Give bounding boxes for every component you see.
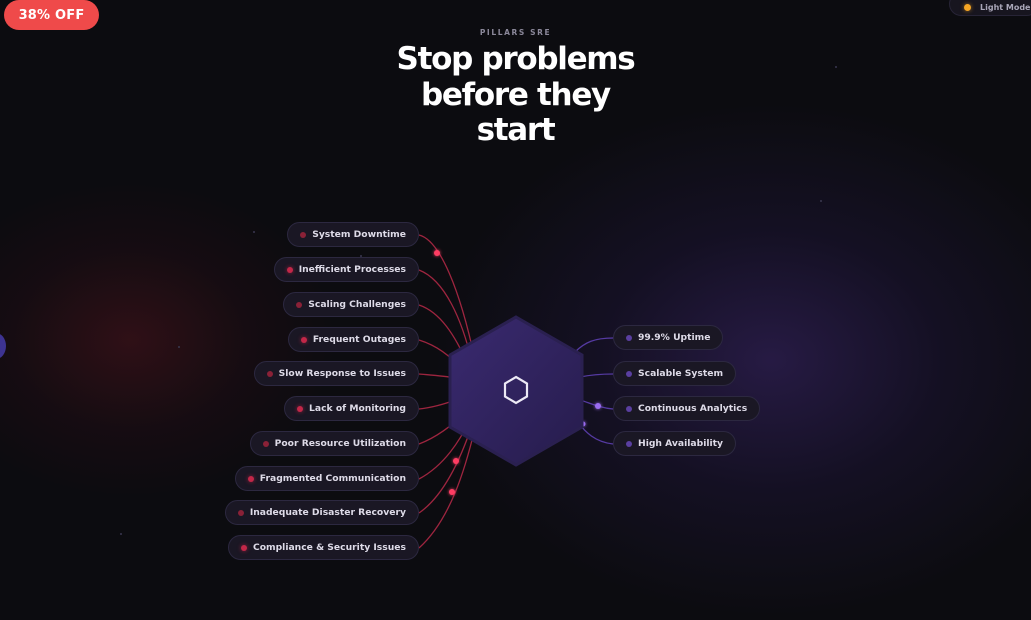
side-drawer-handle[interactable] xyxy=(0,333,6,359)
star-decoration xyxy=(178,346,180,348)
hexagon-outline-icon xyxy=(503,375,529,405)
problem-label: Slow Response to Issues xyxy=(278,368,406,379)
problem-pill: Lack of Monitoring xyxy=(284,396,419,421)
status-dot-icon xyxy=(300,336,307,343)
problem-label: Inefficient Processes xyxy=(298,264,406,275)
outcome-label: High Availability xyxy=(638,438,724,449)
section-eyebrow: PILLARS SRE xyxy=(479,28,552,37)
problem-label: Frequent Outages xyxy=(312,334,406,345)
star-decoration xyxy=(253,231,255,233)
outcome-label: 99.9% Uptime xyxy=(638,332,711,343)
status-dot-icon xyxy=(262,440,269,447)
central-hexagon xyxy=(448,315,584,467)
problem-pill: System Downtime xyxy=(287,222,419,247)
problem-pill: Scaling Challenges xyxy=(283,292,419,317)
outcome-pill: Scalable System xyxy=(613,361,737,386)
outcome-pill: Continuous Analytics xyxy=(613,396,761,421)
outcome-label: Continuous Analytics xyxy=(638,403,748,414)
theme-toggle-button[interactable]: Light Mode xyxy=(949,0,1031,16)
problem-pill: Poor Resource Utilization xyxy=(249,431,419,456)
outcome-pill: High Availability xyxy=(613,431,737,456)
problem-label: Poor Resource Utilization xyxy=(274,438,406,449)
problem-pill: Inadequate Disaster Recovery xyxy=(224,500,419,525)
problem-label: Fragmented Communication xyxy=(259,473,406,484)
status-dot-icon xyxy=(626,440,632,447)
outcome-label: Scalable System xyxy=(638,368,724,379)
problem-label: Inadequate Disaster Recovery xyxy=(249,507,406,518)
title-line: before they xyxy=(421,76,611,113)
star-decoration xyxy=(360,255,362,257)
problem-label: Compliance & Security Issues xyxy=(252,542,406,553)
problem-label: Scaling Challenges xyxy=(308,299,406,310)
status-dot-icon xyxy=(237,509,244,516)
problem-label: Lack of Monitoring xyxy=(309,403,406,414)
status-dot-icon xyxy=(247,475,254,482)
status-dot-icon xyxy=(296,301,303,308)
sun-icon xyxy=(964,3,971,11)
problem-pill: Compliance & Security Issues xyxy=(227,535,419,560)
status-dot-icon xyxy=(626,334,632,341)
problem-pill: Fragmented Communication xyxy=(234,466,419,491)
problem-pill: Slow Response to Issues xyxy=(253,361,419,386)
title-line: Stop problems xyxy=(396,41,636,77)
discount-badge[interactable]: 38% OFF xyxy=(4,0,99,30)
star-decoration xyxy=(835,66,837,68)
status-dot-icon xyxy=(266,370,273,377)
problem-label: System Downtime xyxy=(312,229,406,240)
problem-pill: Inefficient Processes xyxy=(273,257,419,282)
status-dot-icon xyxy=(626,370,632,377)
theme-toggle-label: Light Mode xyxy=(980,2,1031,12)
page-title: Stop problems before they start xyxy=(0,41,1031,149)
star-decoration xyxy=(820,200,822,202)
status-dot-icon xyxy=(286,266,293,273)
status-dot-icon xyxy=(297,405,304,412)
problem-pill: Frequent Outages xyxy=(287,327,419,352)
status-dot-icon xyxy=(300,231,307,238)
title-line: start xyxy=(476,112,556,148)
status-dot-icon xyxy=(626,405,632,412)
star-decoration xyxy=(120,533,122,535)
status-dot-icon xyxy=(240,544,247,551)
outcome-pill: 99.9% Uptime xyxy=(613,325,724,350)
flow-dots xyxy=(434,250,601,495)
connector-lines xyxy=(418,234,614,549)
